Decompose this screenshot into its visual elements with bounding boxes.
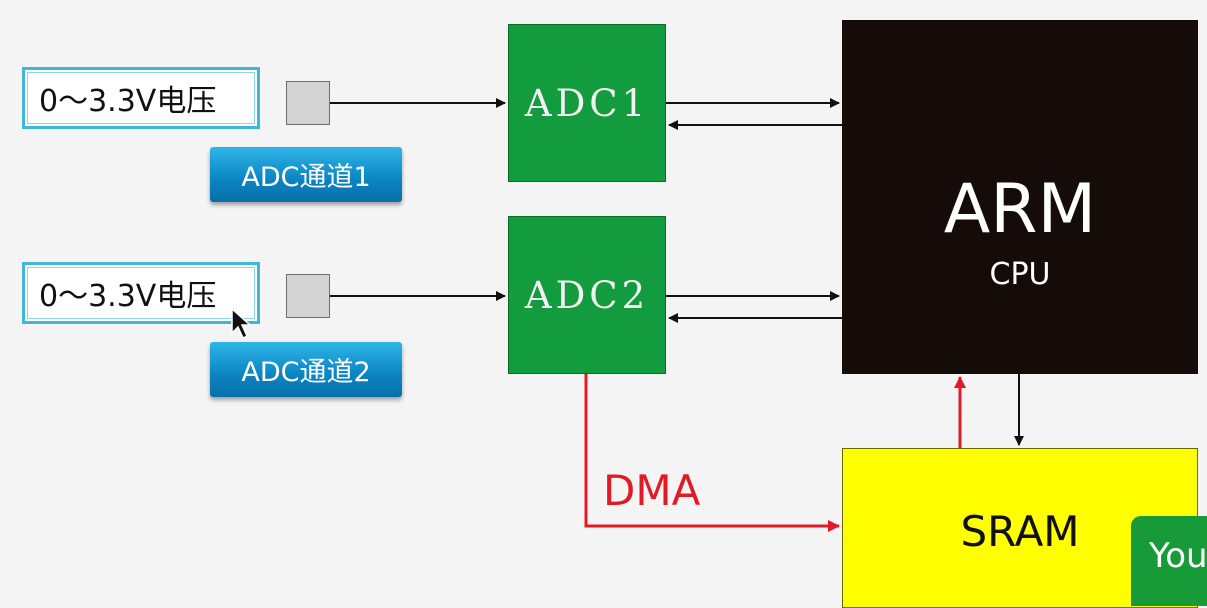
adc2-block: ADC2 bbox=[508, 216, 666, 374]
voltage-input-box-2: 0～3.3V电压 bbox=[22, 262, 260, 324]
channel-label-1: ADC通道1 bbox=[241, 162, 371, 193]
overlay-badge[interactable]: You bbox=[1131, 516, 1207, 606]
overlay-badge-text: You bbox=[1149, 536, 1207, 576]
adc-dma-diagram: 0～3.3V电压 ADC通道1 0～3.3V电压 ADC通道2 ADC1 ADC… bbox=[22, 20, 1207, 608]
dma-label: DMA bbox=[603, 466, 701, 515]
arm-cpu-block: ARM CPU bbox=[842, 20, 1198, 374]
adc1-block: ADC1 bbox=[508, 24, 666, 182]
channel-badge-1: ADC通道1 bbox=[210, 147, 402, 202]
adc2-label: ADC2 bbox=[524, 273, 650, 317]
input-pin-2 bbox=[286, 274, 330, 318]
channel-badge-2: ADC通道2 bbox=[210, 342, 402, 397]
voltage-label-1: 0～3.3V电压 bbox=[39, 84, 217, 119]
cpu-title: ARM bbox=[943, 170, 1097, 249]
voltage-label-2: 0～3.3V电压 bbox=[39, 279, 217, 314]
input-pin-1 bbox=[286, 81, 330, 125]
sram-label: SRAM bbox=[960, 507, 1080, 556]
dma-path-arrow bbox=[584, 374, 840, 532]
adc1-label: ADC1 bbox=[524, 81, 650, 125]
voltage-input-box-1: 0～3.3V电压 bbox=[22, 67, 260, 129]
mouse-pointer-icon bbox=[231, 307, 252, 340]
cpu-subtitle: CPU bbox=[989, 257, 1051, 292]
channel-label-2: ADC通道2 bbox=[241, 357, 371, 388]
connection-lines bbox=[330, 98, 1024, 532]
